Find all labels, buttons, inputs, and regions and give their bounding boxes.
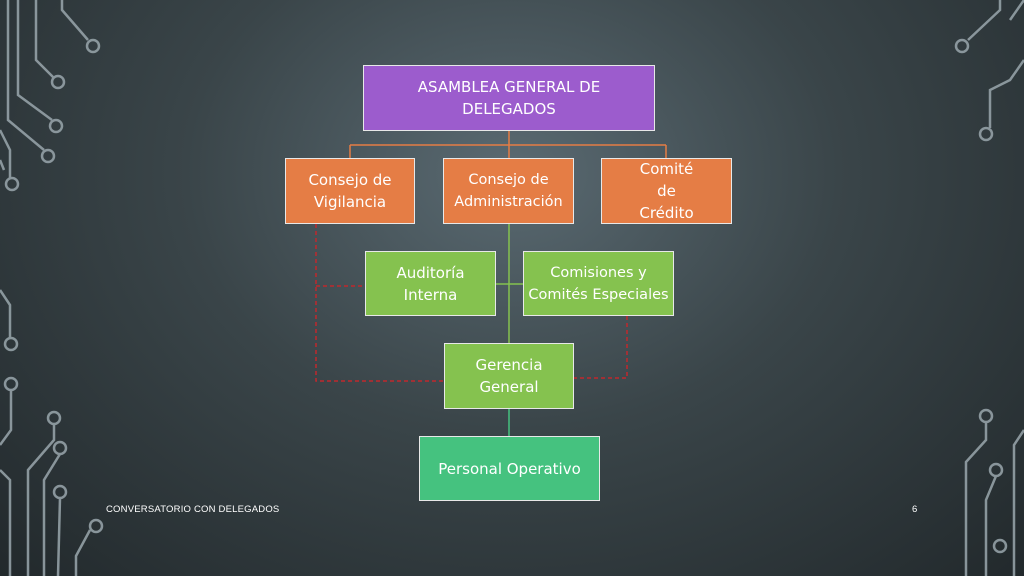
node-personal-operativo: Personal Operativo xyxy=(419,436,600,501)
node-asamblea-general: ASAMBLEA GENERAL DE DELEGADOS xyxy=(363,65,655,131)
node-asamblea-label: ASAMBLEA GENERAL DE DELEGADOS xyxy=(417,78,601,118)
node-auditoria-label: Auditoría Interna xyxy=(396,263,465,304)
node-credito-label: Comité de Crédito xyxy=(639,160,694,222)
node-personal-label: Personal Operativo xyxy=(438,459,581,478)
node-consejo-vigilancia: Consejo de Vigilancia xyxy=(285,158,415,224)
dashed-vigilancia-gerencia xyxy=(315,224,444,382)
node-administracion-label: Consejo de Administración xyxy=(454,172,563,210)
node-consejo-administracion: Consejo de Administración xyxy=(443,158,574,224)
node-comisiones-label: Comisiones y Comités Especiales xyxy=(528,264,669,303)
footer-title: CONVERSATORIO CON DELEGADOS xyxy=(106,504,280,515)
node-vigilancia-label: Consejo de Vigilancia xyxy=(308,171,392,211)
node-comisiones-comites: Comisiones y Comités Especiales xyxy=(523,251,674,316)
node-auditoria-interna: Auditoría Interna xyxy=(365,251,496,316)
dashed-comisiones-gerencia xyxy=(574,316,628,379)
node-gerencia-general: Gerencia General xyxy=(444,343,574,409)
page-number: 6 xyxy=(912,504,918,515)
node-gerencia-label: Gerencia General xyxy=(475,356,543,396)
node-comite-credito: Comité de Crédito xyxy=(601,158,732,224)
